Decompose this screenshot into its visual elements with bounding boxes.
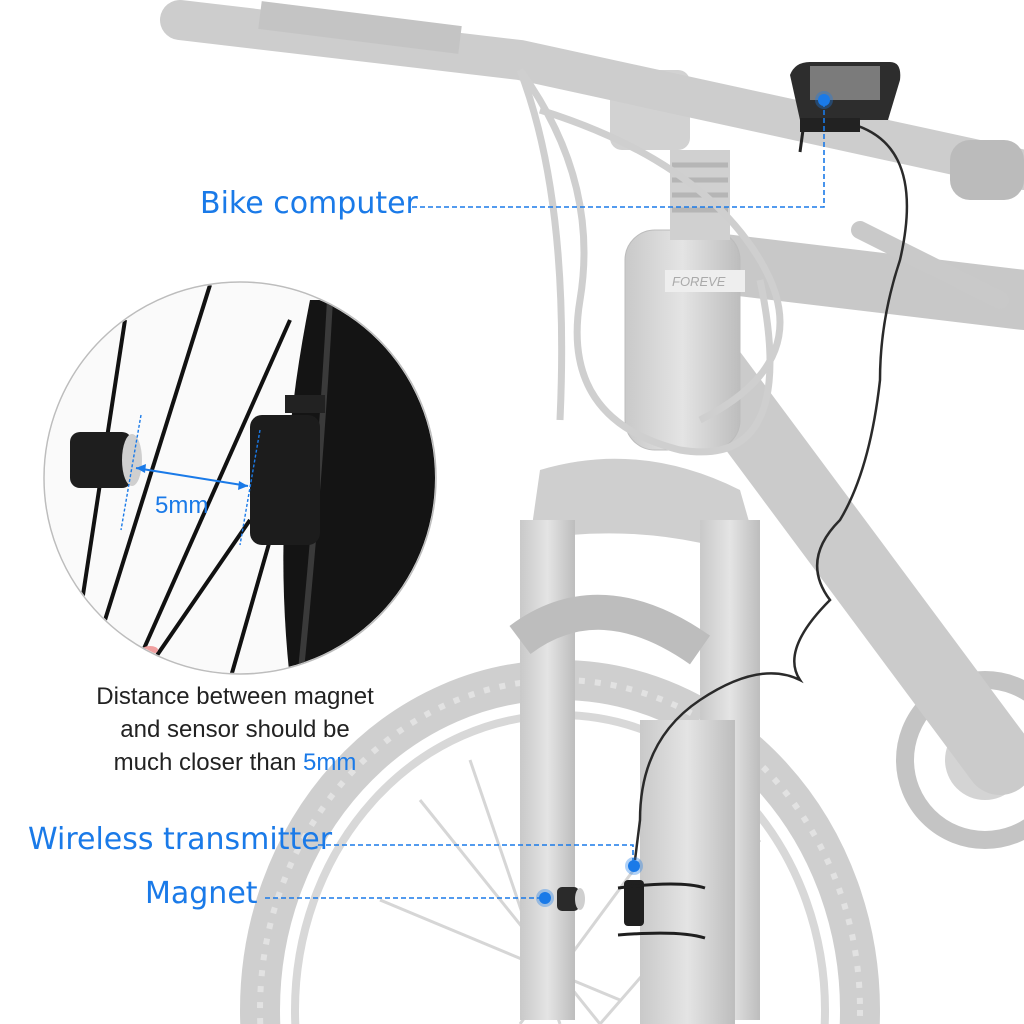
handlebar [160, 0, 1024, 309]
wireless-transmitter-label: Wireless transmitter [28, 822, 333, 857]
bike-computer-device [790, 62, 901, 153]
wireless-transmitter-device [617, 880, 706, 940]
caption-line-3: much closer than 5mm [60, 746, 410, 779]
sensor-cable [633, 118, 909, 861]
caption-distance-value: 5mm [303, 749, 357, 776]
marker-dots [536, 91, 833, 907]
caption-line-3-prefix: much closer than [113, 749, 304, 776]
inset-closeup [43, 281, 437, 675]
magnet-label: Magnet [145, 876, 258, 911]
bike-computer-label: Bike computer [200, 186, 418, 221]
distance-caption: Distance between magnet and sensor shoul… [60, 680, 410, 779]
fork [509, 458, 760, 1024]
caption-line-2: and sensor should be [120, 716, 350, 743]
caption-line-1: Distance between magnet [96, 683, 374, 710]
head-tube: FOREVE [624, 229, 745, 451]
leader-lines [265, 100, 825, 899]
brake-cables [516, 67, 784, 456]
inset-measurement-label: 5mm [155, 492, 209, 519]
magnet-device [557, 887, 585, 911]
frame-brand-text: FOREVE [672, 274, 726, 289]
